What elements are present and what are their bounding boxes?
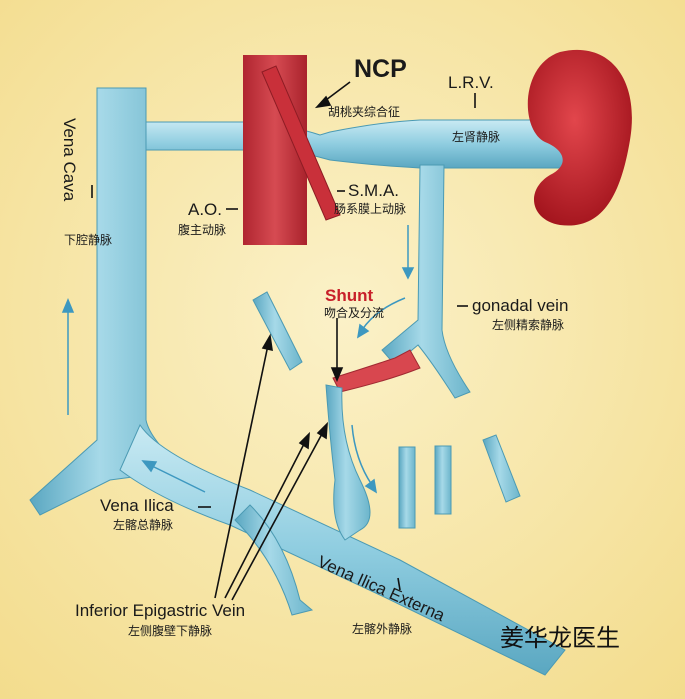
watermark: 姜华龙医生 [500,624,620,652]
shunt-pointer-head [330,367,344,383]
gonadal-label: gonadal vein [472,296,569,315]
externa-tick [397,577,401,591]
flow-arrow-iliac [149,464,206,493]
vena-ilica-vessel [119,423,566,676]
flow-arrow-epigastric [351,424,373,486]
epigastric-zh-label: 左侧腹壁下静脉 [128,624,213,638]
vena-cava-label: Vena Cava [60,118,79,202]
ilica-externa-zh-label: 左髂外静脉 [352,622,413,636]
epigastric-vessel [325,384,371,541]
epigastric-pointer-head-1 [261,333,273,352]
epigastric-pointer-1 [214,344,269,599]
vena-cava-zh-label: 下腔静脉 [64,233,113,247]
epigastric-pointer-head-2 [298,431,310,450]
vena-ilica-label: Vena Ilica [100,496,174,515]
flow-arrow-shunt [361,297,406,331]
ncp-pointer-head [314,95,332,109]
epigastric-pointer-3 [231,431,324,601]
cut-vessel-1 [252,291,303,371]
epigastric-pointer-head-3 [316,421,328,440]
flow-arrowhead-cava [61,298,75,313]
kidney [527,49,632,226]
vena-ilica-zh-label: 左髂总静脉 [113,518,174,532]
lrv-zh-label: 左肾静脉 [452,130,501,144]
sma-zh-label: 肠系膜上动脉 [334,202,407,216]
flow-arrowhead-epigastric [364,478,378,494]
sma-vessel [261,65,341,221]
cut-vessel-3 [434,445,452,515]
epigastric-label: Inferior Epigastric Vein [75,601,246,620]
shunt-label: Shunt [325,286,374,305]
epigastric-pointer-2 [224,441,306,599]
flow-arrowhead-iliac [141,460,158,473]
shunt-zh-label: 吻合及分流 [324,306,385,320]
flow-arrowhead-sma [401,267,415,280]
ao-label: A.O. [188,200,223,219]
lrv-label: L.R.V. [448,73,494,92]
gonadal-zh-label: 左侧精索静脉 [492,318,565,332]
ao-zh-label: 腹主动脉 [178,223,227,237]
shunt-vessel [332,349,421,393]
cut-vessel-2 [398,446,416,529]
cut-vessel-4 [482,434,521,503]
ncp-zh-label: 胡桃夹综合征 [328,105,401,119]
flow-arrowhead-shunt [356,323,370,339]
ncp-label: NCP [354,55,407,83]
sma-label: S.M.A. [348,181,400,200]
